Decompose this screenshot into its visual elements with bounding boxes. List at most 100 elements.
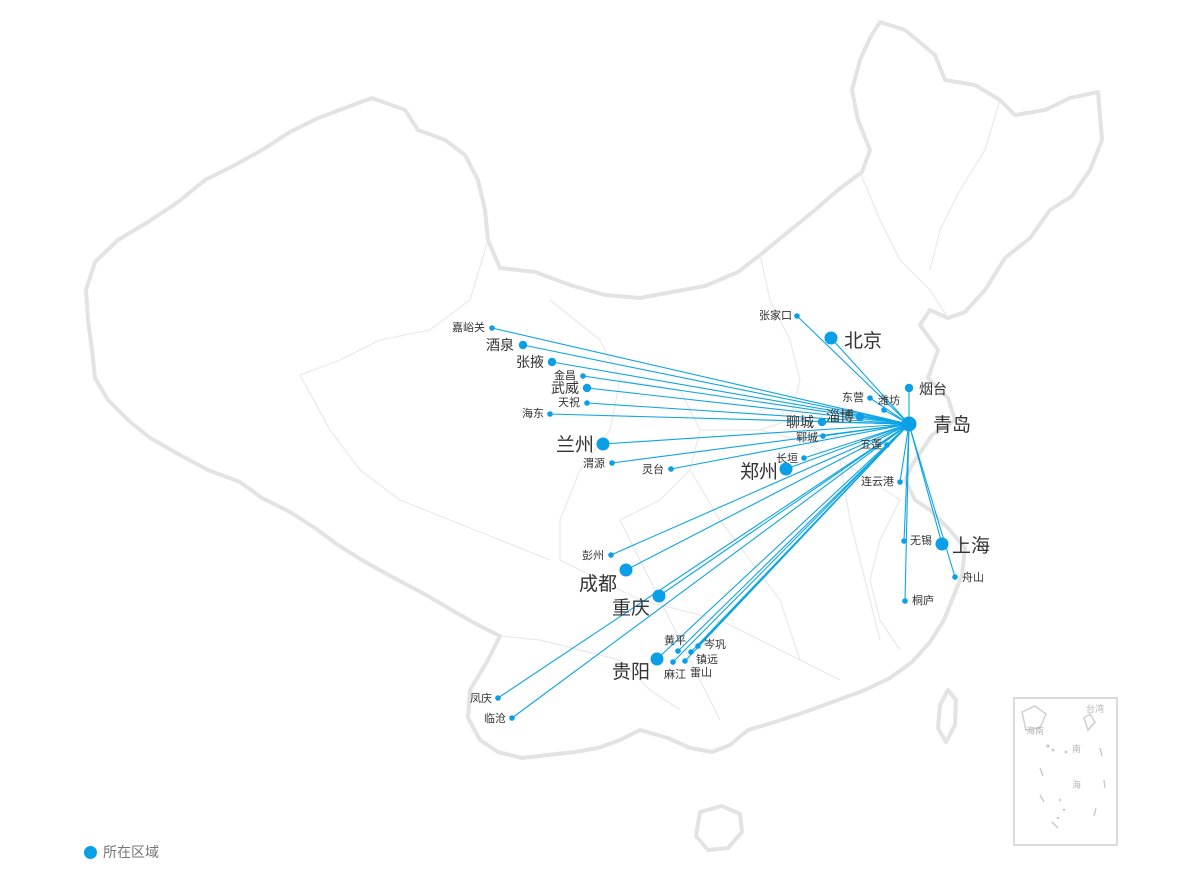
route-line	[670, 423, 910, 470]
inset-frame	[1013, 697, 1118, 846]
city-label: 麻江	[664, 667, 686, 681]
route-line	[549, 413, 910, 425]
city-dot[interactable]	[952, 574, 958, 580]
city-dot[interactable]	[935, 537, 949, 551]
city-label: 长垣	[776, 452, 798, 465]
route-line	[625, 423, 910, 571]
china-outline	[84, 20, 1104, 760]
route-line	[582, 375, 910, 425]
city-dot[interactable]	[547, 357, 557, 367]
hainan-outline	[694, 804, 744, 852]
city-label: 嘉峪关	[452, 320, 485, 334]
city-label: 淄博	[826, 408, 854, 425]
route-line	[522, 344, 910, 425]
city-dot[interactable]	[688, 649, 694, 655]
city-dot[interactable]	[817, 417, 827, 427]
city-label: 渭源	[583, 456, 605, 470]
city-label: 天祝	[558, 395, 580, 409]
city-dot[interactable]	[652, 589, 666, 603]
route-line	[785, 423, 910, 470]
city-label: 武威	[551, 381, 579, 397]
city-dot[interactable]	[867, 395, 873, 401]
route-line	[672, 423, 910, 663]
city-label: 无锡	[910, 533, 932, 547]
city-markers: 北京张家口烟台潍坊东营淄博聊城郓城五莲长垣郑州连云港上海无锡舟山桐庐嘉峪关酒泉张…	[452, 308, 990, 725]
city-dot[interactable]	[897, 479, 903, 485]
city-label: 彭州	[582, 548, 604, 562]
city-dot[interactable]	[518, 340, 528, 350]
city-dot[interactable]	[668, 466, 674, 472]
city-dot[interactable]	[509, 715, 515, 721]
city-label: 潍坊	[878, 393, 900, 407]
legend: 所在区域	[84, 842, 159, 862]
city-dot[interactable]	[608, 552, 614, 558]
inset-taiwan	[1083, 712, 1096, 732]
route-line	[491, 327, 910, 425]
route-line	[511, 423, 910, 719]
city-dot[interactable]	[884, 442, 890, 448]
province-borders	[299, 99, 1001, 721]
city-dot[interactable]	[695, 643, 701, 649]
city-dot[interactable]	[670, 659, 676, 665]
city-dot[interactable]	[682, 658, 688, 664]
city-label: 海东	[522, 406, 544, 420]
city-label: 镇远	[696, 652, 718, 666]
route-line	[684, 423, 910, 662]
city-dot[interactable]	[580, 373, 586, 379]
city-dot[interactable]	[820, 433, 826, 439]
city-dot[interactable]	[902, 598, 908, 604]
route-line	[803, 423, 910, 459]
city-dot[interactable]	[619, 563, 633, 577]
route-line	[677, 423, 910, 652]
inset-dash-line	[1039, 747, 1106, 829]
city-dot[interactable]	[582, 383, 592, 393]
city-dot[interactable]	[901, 538, 907, 544]
city-dot[interactable]	[489, 325, 495, 331]
route-line	[908, 423, 956, 578]
route-line	[497, 423, 910, 699]
legend-label: 所在区域	[103, 845, 159, 861]
city-label: 聊城	[786, 415, 814, 431]
city-dot[interactable]	[609, 460, 615, 466]
city-dot[interactable]	[675, 648, 681, 654]
city-label: 舟山	[962, 570, 984, 584]
inset-label-hainan: 海南	[1026, 725, 1044, 737]
city-dot[interactable]	[547, 411, 553, 417]
hub-dot[interactable]	[901, 416, 917, 432]
city-dot[interactable]	[801, 455, 807, 461]
city-label: 上海	[952, 535, 990, 557]
route-lines	[491, 315, 956, 719]
city-dot[interactable]	[495, 695, 501, 701]
route-line	[602, 423, 910, 445]
route-line	[551, 361, 910, 425]
city-dot[interactable]	[794, 313, 800, 319]
city-dot[interactable]	[824, 331, 838, 345]
city-label: 雷山	[690, 666, 712, 679]
route-line	[869, 397, 910, 425]
city-dot[interactable]	[650, 652, 664, 666]
city-dot[interactable]	[596, 437, 610, 451]
city-label: 临沧	[484, 711, 506, 725]
city-label: 兰州	[556, 434, 594, 456]
city-dot[interactable]	[881, 407, 887, 413]
city-dot[interactable]	[779, 462, 793, 476]
inset-islands	[1046, 744, 1068, 820]
route-line	[796, 315, 910, 425]
city-dot[interactable]	[855, 412, 865, 422]
city-label: 东营	[842, 390, 864, 404]
inset-label-nan: 南	[1072, 743, 1081, 755]
city-label: 连云港	[861, 475, 894, 488]
route-line	[904, 423, 910, 602]
city-label: 桐庐	[912, 593, 934, 607]
city-label: 郓城	[796, 431, 818, 444]
city-label: 北京	[844, 330, 882, 352]
city-label: 张家口	[759, 308, 792, 322]
city-dot[interactable]	[584, 400, 590, 406]
city-label: 金昌	[554, 368, 576, 382]
city-label: 张掖	[516, 355, 544, 371]
city-label: 灵台	[642, 462, 664, 476]
taiwan-outline	[936, 688, 958, 744]
inset-label-taiwan: 台湾	[1086, 703, 1104, 715]
city-dot[interactable]	[904, 383, 914, 393]
